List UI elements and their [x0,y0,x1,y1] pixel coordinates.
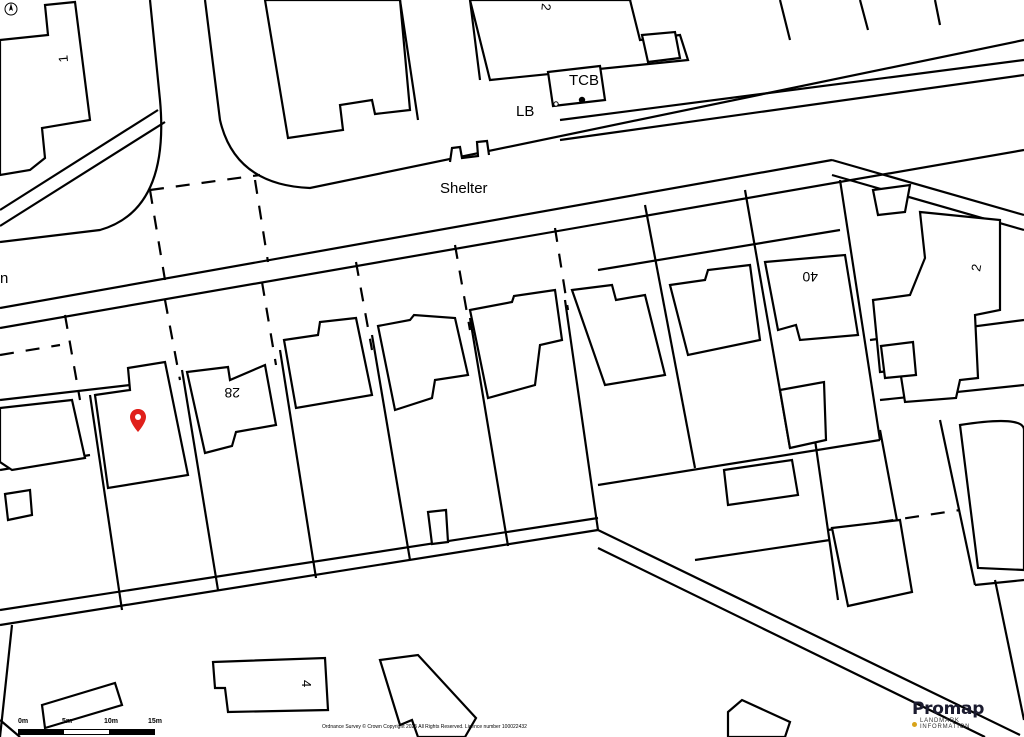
building-28 [185,363,278,455]
house-number-2-right: 2 [968,263,984,273]
building-top-left [0,0,92,177]
street-label: Shelter [440,180,488,197]
scale-segment [19,730,64,734]
scale-tick-label: 5m [62,718,73,725]
building-40 [763,253,860,342]
building-25 [468,288,564,400]
scale-bar: 0m 5m 10m 15m [18,718,168,736]
building-4 [211,656,330,714]
building-bottom-right [726,698,792,737]
building-27 [282,316,374,410]
building-small-tcb [546,64,607,108]
building-corner-plot [958,419,1024,572]
building-top-center [263,0,412,140]
house-number-2-top: 2 [538,3,554,12]
edge-cut-label: n [0,270,8,287]
house-number-1: 1 [55,55,71,64]
house-number-40: 40 [802,269,818,285]
building-23 [668,263,762,357]
copyright-notice: Ordnance Survey © Crown Copyright 2025 A… [322,724,527,730]
scale-tick-label: 0m [18,718,29,725]
lb-point-icon [553,101,559,107]
house-number-28: 28 [224,385,240,401]
building-24 [570,283,667,387]
building-bottom-left [40,681,124,730]
scale-segment [109,730,154,734]
building-small-right-1 [879,340,918,380]
building-rear-3 [830,518,914,608]
tcb-label: TCB [569,72,599,89]
building-rear-2 [778,380,828,450]
building-shed [426,508,450,546]
building-26 [376,313,470,412]
brand-dot-icon [912,721,917,727]
building-top-right-small [640,30,682,64]
building-far-left [0,398,87,472]
map-pin-icon[interactable] [130,409,146,432]
map-labels: Shelter TCB LB n 1 2 28 40 2 4 [0,3,984,687]
building-top-right [468,0,690,82]
building-small-right-2 [871,183,912,217]
scale-ticks: 0m 5m 10m 15m [18,718,168,728]
brand-logo: Promap LANDMARK INFORMATION [912,700,1012,730]
building-bottom-mid [378,653,478,737]
scale-graduation [18,729,155,735]
building-small-left [3,488,34,522]
tcb-point-icon [578,96,586,104]
scale-tick-label: 10m [104,718,119,725]
brand-name: Promap [912,699,985,719]
brand-tagline-row: LANDMARK INFORMATION [912,718,1012,730]
north-arrow-icon [4,2,18,16]
building-rear-1 [722,458,800,507]
house-number-4: 4 [299,680,314,687]
shelter-stub [448,139,491,163]
brand-tagline: LANDMARK INFORMATION [919,718,971,730]
street-furniture [553,96,586,107]
dashed-boundaries [0,173,961,532]
scale-tick-label: 15m [148,718,163,725]
scale-segment [64,730,109,734]
lb-label: LB [516,103,534,120]
